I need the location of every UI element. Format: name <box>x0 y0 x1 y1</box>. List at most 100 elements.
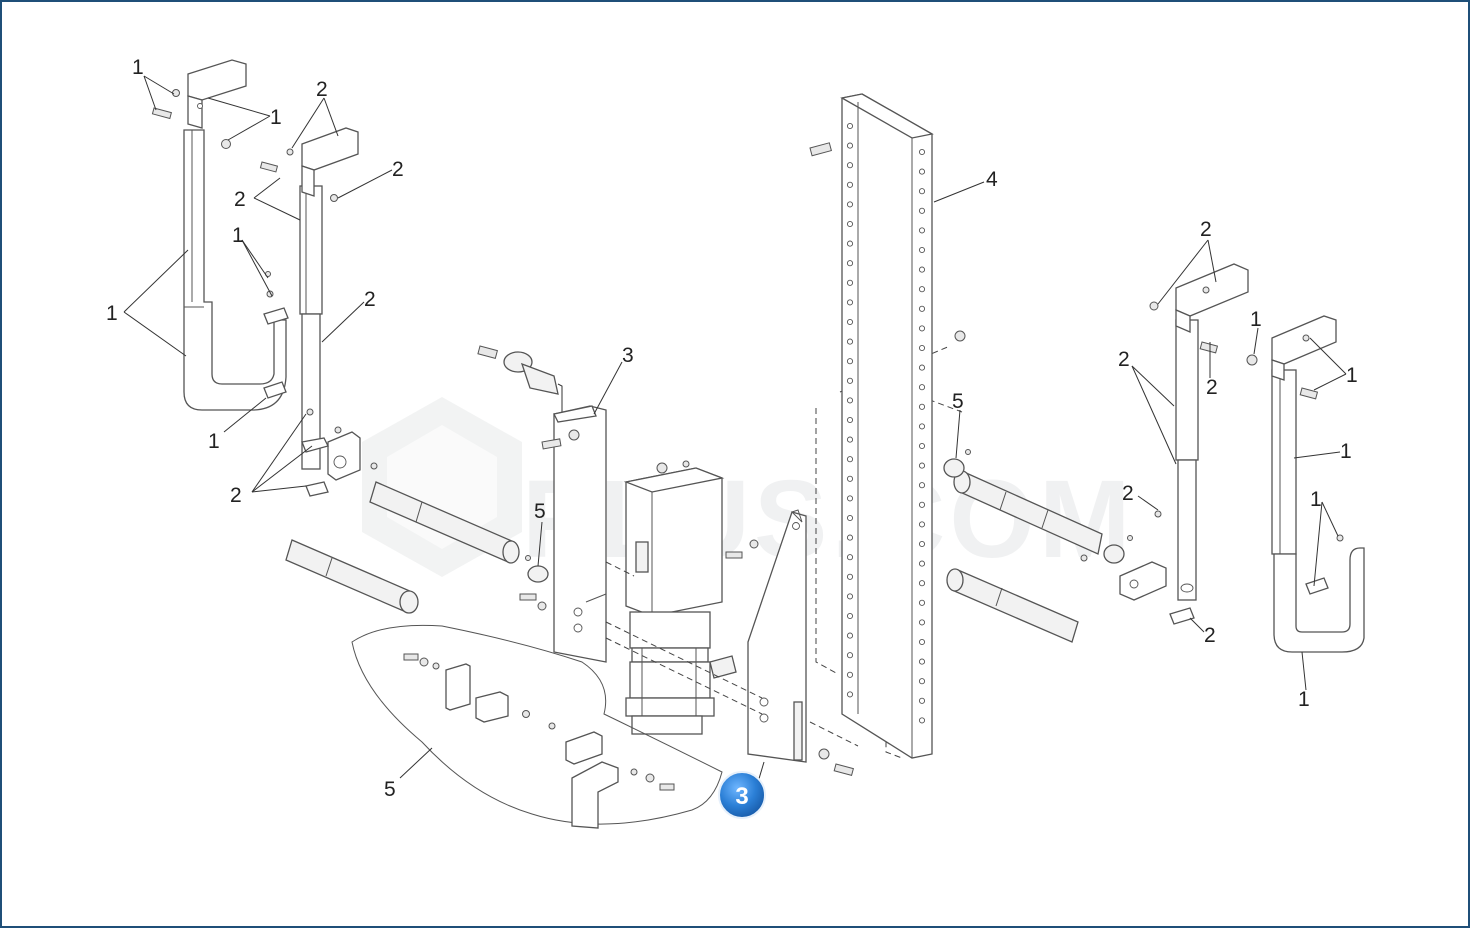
column-hole <box>846 456 854 463</box>
callout-5: 5 <box>534 500 546 523</box>
column-hole <box>846 240 854 247</box>
column-hole <box>846 299 854 306</box>
callout-2: 2 <box>1204 624 1216 647</box>
callout-2: 2 <box>1206 376 1218 399</box>
column-hole <box>918 266 926 273</box>
part-right-tubes <box>943 449 1133 643</box>
part-1-left-hook <box>151 59 289 411</box>
callout-2: 2 <box>392 158 404 181</box>
column-hole <box>846 495 854 502</box>
column-hole <box>918 678 926 685</box>
hinge-pin <box>477 345 563 412</box>
column-hole <box>846 220 854 228</box>
column-hole <box>918 207 926 214</box>
part-left-tubes <box>285 481 520 614</box>
column-hole <box>846 612 854 620</box>
badge-label[interactable]: 3 <box>735 783 748 810</box>
column-hole <box>918 325 926 332</box>
column-hole <box>846 514 854 522</box>
column-hole <box>918 521 926 528</box>
column-hole <box>846 279 854 286</box>
column-hole <box>846 691 854 698</box>
callout-1: 1 <box>1346 364 1358 387</box>
column-hole <box>918 148 926 156</box>
column-hole <box>846 377 854 384</box>
callout-2: 2 <box>316 78 328 101</box>
column-hole <box>918 188 926 195</box>
column-hole <box>846 122 854 130</box>
callout-1: 1 <box>232 224 244 247</box>
column-hole <box>846 142 854 149</box>
column-hole <box>918 462 926 469</box>
column-hole <box>846 416 854 424</box>
callout-1: 1 <box>106 302 118 325</box>
callout-2: 2 <box>364 288 376 311</box>
column-hole <box>846 318 854 326</box>
callout-2: 2 <box>234 188 246 211</box>
column-hole <box>846 534 854 541</box>
column-hole <box>918 384 926 391</box>
callout-3: 3 <box>622 344 634 367</box>
badge-circle[interactable] <box>718 771 766 819</box>
column-hole <box>918 658 926 665</box>
column-hole <box>918 168 926 175</box>
column-hole <box>918 560 926 567</box>
column-hole <box>918 403 926 410</box>
part-1-right-hook <box>1246 315 1365 653</box>
column-hole <box>918 227 926 234</box>
column-hole <box>846 593 854 600</box>
column-hole <box>918 697 926 704</box>
column-hole <box>846 475 854 482</box>
column-hole <box>846 436 854 443</box>
column-hole <box>846 573 854 580</box>
callout-2: 2 <box>1122 482 1134 505</box>
cylinder-unit <box>623 460 737 735</box>
column-hole <box>918 423 926 430</box>
part-3-highlight-badge[interactable]: 3 <box>718 771 766 819</box>
column-hole <box>918 344 926 352</box>
callout-1: 1 <box>208 430 220 453</box>
column-hole <box>918 717 926 724</box>
callout-1: 1 <box>1250 308 1262 331</box>
callout-5: 5 <box>952 390 964 413</box>
column-hole <box>846 181 854 188</box>
callout-4: 4 <box>986 168 998 191</box>
column-hole <box>846 632 854 639</box>
callout-1: 1 <box>132 56 144 79</box>
column-hole <box>846 260 854 267</box>
column-hole <box>918 540 926 548</box>
column-hole <box>918 442 926 450</box>
column-hole <box>918 580 926 587</box>
leader-lines <box>123 75 1347 783</box>
part-2-left-post <box>259 127 378 497</box>
column-hole <box>918 246 926 254</box>
column-hole <box>846 397 854 404</box>
column-hole <box>846 554 854 561</box>
callout-2: 2 <box>1200 218 1212 241</box>
part-4-column <box>809 93 966 759</box>
column-hole <box>918 501 926 508</box>
column-hole <box>918 619 926 626</box>
column-hole <box>846 162 854 169</box>
callout-5: 5 <box>384 778 396 801</box>
part-3-left-plate <box>519 405 607 663</box>
column-hole <box>918 599 926 606</box>
part-5-lower-group <box>351 624 723 829</box>
column-hole <box>918 364 926 371</box>
column-hole <box>846 338 854 345</box>
part-2-right-post <box>1119 263 1249 625</box>
column-hole <box>846 201 854 208</box>
callout-2: 2 <box>1118 348 1130 371</box>
callout-1: 1 <box>1310 488 1322 511</box>
callout-1: 1 <box>1298 688 1310 711</box>
column-hole <box>918 286 926 293</box>
callout-labels: 1 1 2 2 2 1 1 2 1 2 3 4 5 5 5 2 2 2 2 2 … <box>106 56 1358 801</box>
watermark: PLUS.COM <box>362 397 1131 581</box>
callout-1: 1 <box>1340 440 1352 463</box>
column-hole <box>846 358 854 365</box>
column-hole <box>846 671 854 678</box>
column-hole <box>918 482 926 489</box>
column-hole <box>846 652 854 659</box>
